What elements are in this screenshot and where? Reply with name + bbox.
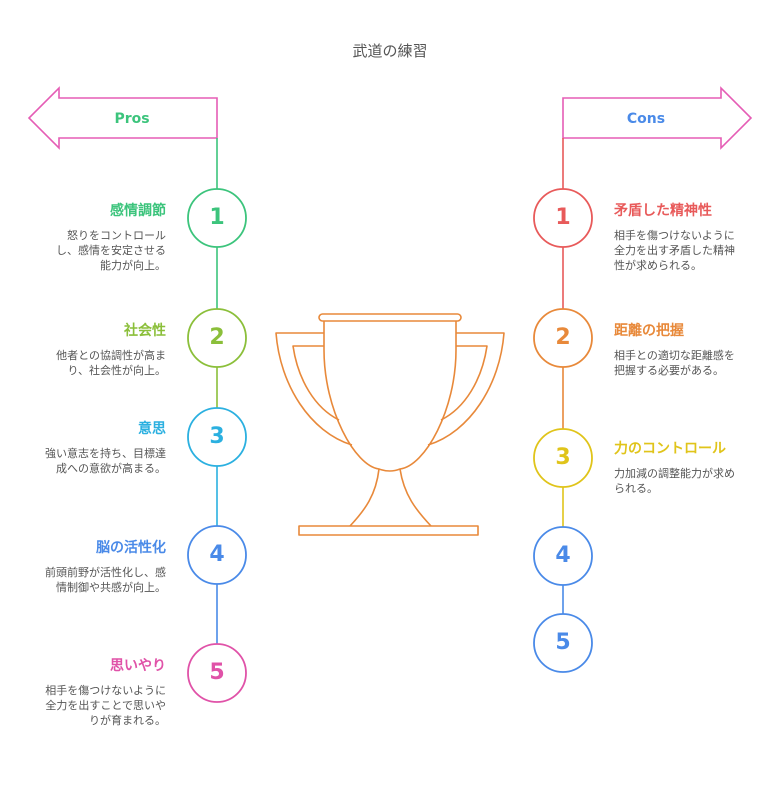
cons-item-description: 力加減の調整能力が求められる。 xyxy=(614,467,735,495)
pros-item-heading: 社会性 xyxy=(124,323,166,339)
cons-number-5: 5 xyxy=(555,630,571,655)
pros-item-4: 脳の活性化 前頭前野が活性化し、感情制御や共感が向上。 xyxy=(6,537,166,595)
cons-number-3: 3 xyxy=(555,445,571,470)
cons-number-2: 2 xyxy=(555,325,571,350)
pros-number-4: 4 xyxy=(209,542,225,567)
pros-item-heading: 意思 xyxy=(138,421,166,437)
cons-circle-3 xyxy=(533,428,593,488)
pros-number-2: 2 xyxy=(209,325,225,350)
cons-circle-1 xyxy=(533,188,593,248)
cons-item-heading: 距離の把握 xyxy=(614,323,684,339)
pros-item-description: 前頭前野が活性化し、感情制御や共感が向上。 xyxy=(45,566,166,594)
pros-item-description: 強い意志を持ち、目標達成への意欲が高まる。 xyxy=(45,447,166,475)
pros-circle-5 xyxy=(187,643,247,703)
pros-item-3: 意思 強い意志を持ち、目標達成への意欲が高まる。 xyxy=(6,418,166,476)
pros-item-description: 相手を傷つけないように全力を出すことで思いやりが育まれる。 xyxy=(45,684,166,727)
cons-item-description: 相手との適切な距離感を把握する必要がある。 xyxy=(614,349,735,377)
pros-item-heading: 脳の活性化 xyxy=(96,540,166,556)
pros-circle-2 xyxy=(187,308,247,368)
pros-number-5: 5 xyxy=(209,660,225,685)
cons-arrow-icon xyxy=(562,86,753,150)
pros-item-2: 社会性 他者との協調性が高まり、社会性が向上。 xyxy=(6,320,166,378)
pros-item-heading: 感情調節 xyxy=(110,203,166,219)
cons-number-4: 4 xyxy=(555,543,571,568)
cons-item-1: 矛盾した精神性 相手を傷つけないように全力を出す矛盾した精神性が求められる。 xyxy=(614,200,774,273)
cons-item-2: 距離の把握 相手との適切な距離感を把握する必要がある。 xyxy=(614,320,774,378)
cons-item-description: 相手を傷つけないように全力を出す矛盾した精神性が求められる。 xyxy=(614,229,735,272)
cons-item-heading: 矛盾した精神性 xyxy=(614,203,712,219)
pros-label: Pros xyxy=(114,111,150,127)
pros-item-heading: 思いやり xyxy=(110,658,166,674)
pros-circle-4 xyxy=(187,525,247,585)
cons-circle-5 xyxy=(533,613,593,673)
cons-label: Cons xyxy=(626,111,666,127)
cons-number-1: 1 xyxy=(555,205,571,230)
pros-item-description: 他者との協調性が高まり、社会性が向上。 xyxy=(56,349,166,377)
cons-item-heading: 力のコントロール xyxy=(614,441,726,457)
pros-circle-1 xyxy=(187,188,247,248)
pros-item-description: 怒りをコントロールし、感情を安定させる能力が向上。 xyxy=(56,229,166,272)
pros-number-3: 3 xyxy=(209,424,225,449)
page-title: 武道の練習 xyxy=(352,42,428,60)
trophy-icon xyxy=(275,313,505,536)
cons-circle-2 xyxy=(533,308,593,368)
pros-number-1: 1 xyxy=(209,205,225,230)
cons-circle-4 xyxy=(533,526,593,586)
pros-arrow-icon xyxy=(27,86,218,150)
pros-item-5: 思いやり 相手を傷つけないように全力を出すことで思いやりが育まれる。 xyxy=(6,655,166,728)
pros-item-1: 感情調節 怒りをコントロールし、感情を安定させる能力が向上。 xyxy=(6,200,166,273)
cons-item-3: 力のコントロール 力加減の調整能力が求められる。 xyxy=(614,438,774,496)
pros-circle-3 xyxy=(187,407,247,467)
